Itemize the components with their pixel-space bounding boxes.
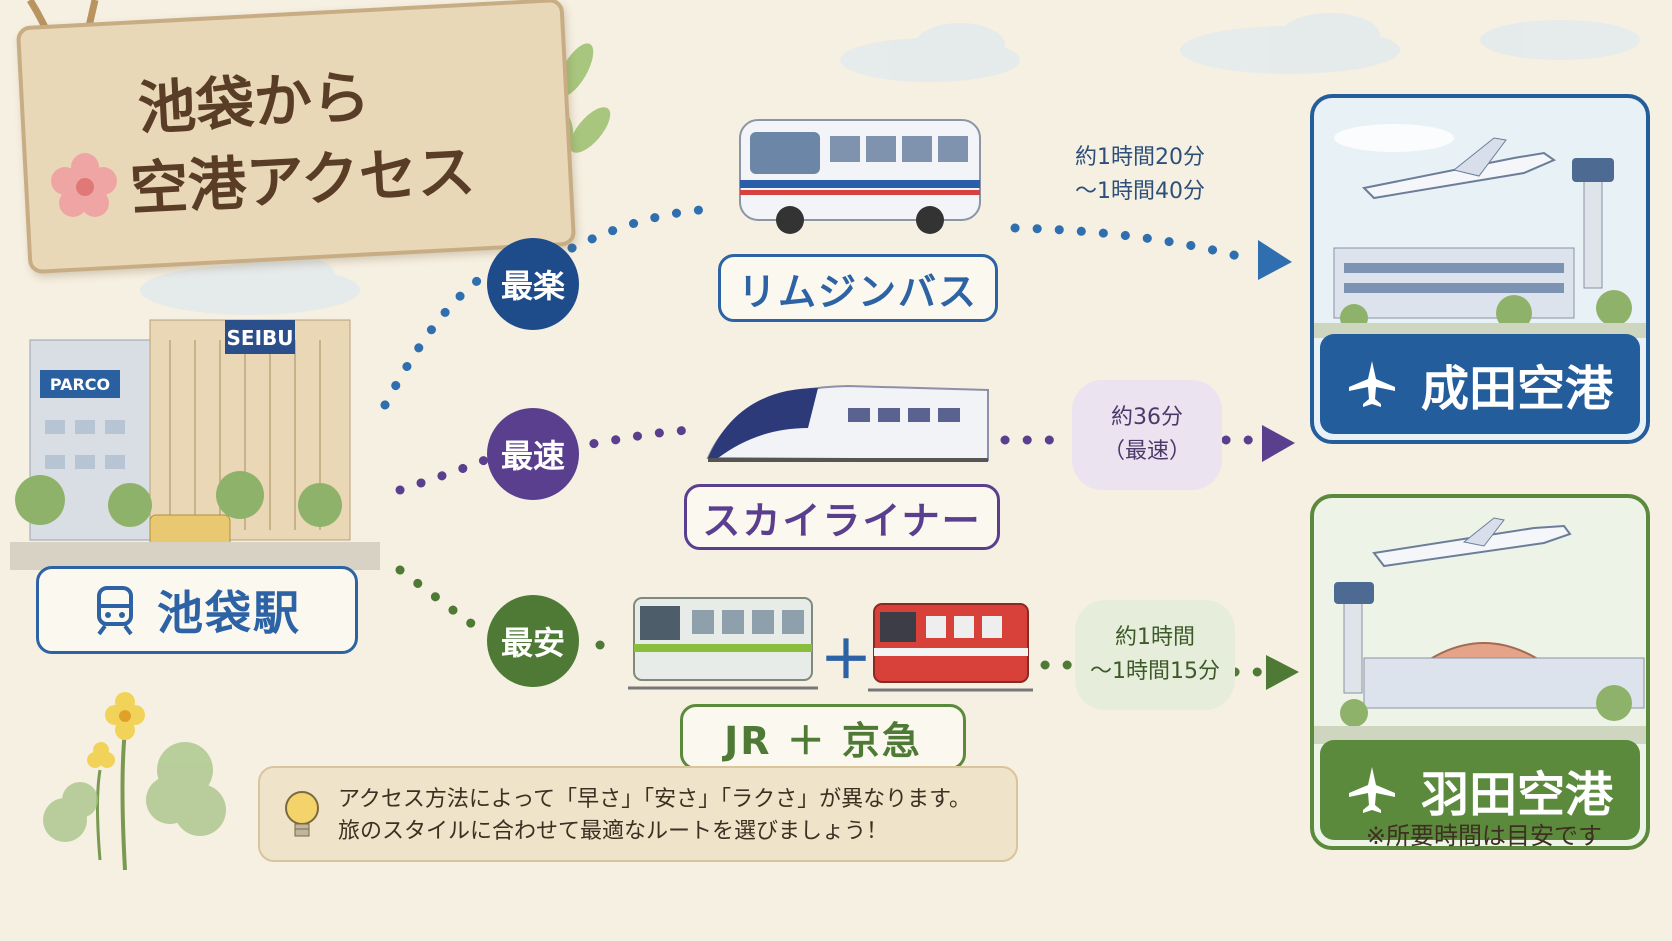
route-badge-fastest: 最速	[487, 408, 579, 500]
tip-box: アクセス方法によって「早さ」「安さ」「ラクさ」が異なります。 旅のスタイルに合わ…	[258, 766, 1018, 862]
airplane-icon	[1348, 767, 1395, 813]
train-icon	[97, 586, 133, 636]
travel-time-jr-keikyu: 約1時間 〜1時間15分	[1075, 600, 1235, 710]
travel-time-jr-line2: 〜1時間15分	[1090, 659, 1220, 684]
travel-time-skyliner-line2: （最速）	[1102, 439, 1191, 464]
vehicle-label-jr-keikyu: JR ＋ 京急	[680, 704, 966, 770]
arrow-to-narita-skyliner	[1262, 425, 1295, 462]
origin-label-text: 池袋駅	[157, 586, 301, 640]
tip-line2: 旅のスタイルに合わせて最適なルートを選びましょう！	[338, 819, 889, 844]
travel-time-bus-line1: 約1時間20分	[1075, 145, 1205, 170]
jr-train-illustration	[628, 597, 818, 690]
haneda-airport-card: 羽田空港	[1310, 494, 1650, 850]
travel-time-skyliner: 約36分 （最速）	[1072, 380, 1222, 490]
narita-label-text: 成田空港	[1420, 361, 1613, 417]
travel-time-jr-line1: 約1時間	[1115, 625, 1195, 650]
narita-airport-card: 成田空港	[1310, 94, 1650, 444]
keikyu-train-illustration	[868, 603, 1033, 692]
arrow-to-narita-bus	[1258, 240, 1292, 280]
plus-sign: ＋	[820, 631, 873, 691]
ikebukuro-station-illustration: SEIBU PARCO	[10, 319, 380, 570]
haneda-airport-illustration	[1314, 517, 1646, 744]
limousine-bus-illustration	[739, 119, 981, 234]
travel-time-bus: 約1時間20分 〜1時間40分	[1040, 130, 1240, 220]
estimate-note: ※所要時間は目安です	[1365, 822, 1602, 850]
narita-airport-label: 成田空港	[1320, 334, 1640, 434]
haneda-label-text: 羽田空港	[1420, 767, 1613, 823]
tip-line1: アクセス方法によって「早さ」「安さ」「ラクさ」が異なります。	[338, 787, 971, 812]
travel-time-skyliner-line1: 約36分	[1111, 405, 1183, 430]
page-title: 池袋から 空港アクセス	[129, 51, 477, 228]
travel-time-bus-line2: 〜1時間40分	[1075, 179, 1205, 204]
haneda-airport-label: 羽田空港	[1320, 740, 1640, 840]
narita-airport-illustration	[1314, 124, 1646, 338]
skyliner-illustration	[706, 384, 989, 462]
title-line1: 池袋から	[136, 62, 372, 143]
flower-decoration	[43, 692, 226, 871]
seibu-sign: SEIBU	[227, 326, 294, 350]
route-badge-easiest: 最楽	[487, 238, 579, 330]
vehicle-label-limousine-bus: リムジンバス	[718, 254, 998, 322]
lightbulb-icon	[285, 791, 319, 837]
origin-station-label: 池袋駅	[36, 566, 358, 654]
cherry-blossom-icon	[51, 153, 117, 217]
route-badge-cheapest: 最安	[487, 595, 579, 687]
vehicle-label-skyliner: スカイライナー	[684, 484, 1000, 550]
arrow-to-haneda	[1266, 655, 1299, 690]
airplane-icon	[1348, 361, 1395, 407]
parco-sign: PARCO	[50, 375, 110, 394]
